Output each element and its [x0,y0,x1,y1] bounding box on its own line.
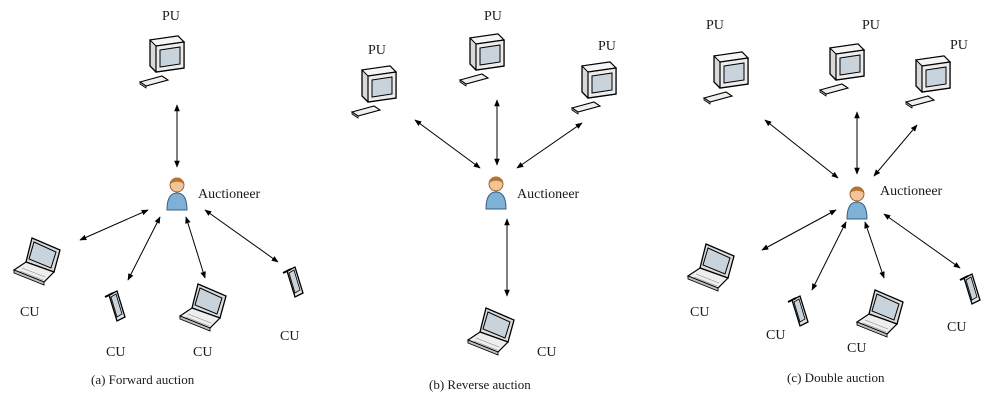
laptop-icon [687,243,735,292]
mobile-phone-icon [787,295,809,327]
panel-forward-auction: PU Auctioneer CU CU CU CU (a) Forward au… [13,9,304,387]
arrow [127,216,161,281]
arrow [79,209,149,241]
caption-forward-auction: (a) Forward auction [91,372,195,387]
pu-label: PU [706,18,724,33]
person-icon [166,177,188,211]
arrow [811,221,847,291]
cu-label: CU [106,345,125,360]
laptop-icon [13,237,61,286]
auctioneer-label: Auctioneer [880,184,943,199]
pu-label: PU [368,43,386,58]
cu-label: CU [537,345,556,360]
mobile-phone-icon [959,273,981,305]
pu-label: PU [162,9,180,24]
laptop-icon [179,283,227,332]
auctioneer-label: Auctioneer [517,187,580,202]
pu-label: PU [484,9,502,24]
mobile-phone-icon [104,290,126,322]
pu-label: PU [598,39,616,54]
cu-label: CU [690,305,709,320]
mobile-phone-icon [282,266,304,298]
desktop-computer-icon [139,35,185,89]
arrow [873,124,918,177]
cu-label: CU [847,341,866,356]
caption-reverse-auction: (b) Reverse auction [429,377,531,392]
person-icon [846,186,868,220]
arrow [764,119,839,179]
arrow [185,216,206,279]
cu-label: CU [280,329,299,344]
panel-double-auction: PU PU PU Auctioneer CU CU CU CU (c) Doub… [687,18,981,385]
cu-label: CU [947,320,966,335]
laptop-icon [856,289,904,338]
desktop-computer-icon [459,33,505,87]
arrow [761,209,837,251]
arrow [516,122,583,169]
desktop-computer-icon [905,55,951,109]
arrow [883,213,961,269]
desktop-computer-icon [351,65,397,119]
laptop-icon [467,307,515,356]
caption-double-auction: (c) Double auction [787,370,885,385]
pu-label: PU [950,38,968,53]
arrow [414,119,481,169]
cu-label: CU [193,345,212,360]
pu-label: PU [862,18,880,33]
person-icon [485,176,507,210]
arrow [204,209,279,263]
desktop-computer-icon [571,61,617,115]
desktop-computer-icon [819,43,865,97]
desktop-computer-icon [703,51,749,105]
cu-label: CU [20,305,39,320]
arrow [864,221,885,279]
auctioneer-label: Auctioneer [198,187,261,202]
panel-reverse-auction: PU PU PU Auctioneer CU (b) Reverse aucti… [351,9,617,392]
cu-label: CU [766,328,785,343]
